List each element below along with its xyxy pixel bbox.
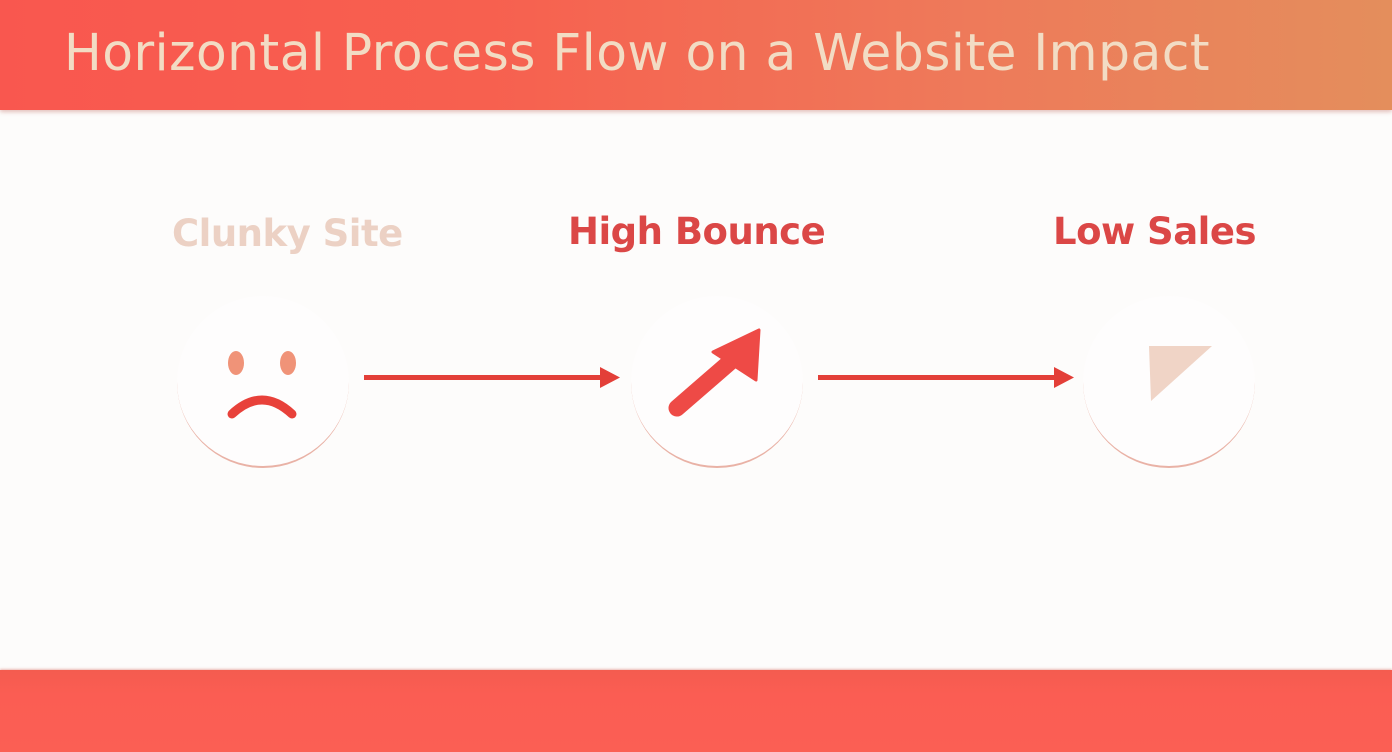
sad-face-icon — [227, 351, 297, 419]
step-circle-low-sales — [1083, 296, 1255, 468]
step-circle-high-bounce — [631, 296, 803, 468]
arrow-right-icon — [818, 367, 1074, 388]
arrow-right-icon — [364, 367, 620, 388]
arrow-up-right-icon — [668, 328, 761, 417]
step-label-clunky-site: Clunky Site — [172, 212, 403, 255]
footer-banner — [0, 670, 1392, 752]
step-label-high-bounce: High Bounce — [568, 210, 826, 253]
page-title: Horizontal Process Flow on a Website Imp… — [64, 24, 1211, 83]
header-banner: Horizontal Process Flow on a Website Imp… — [0, 0, 1392, 110]
triangle-icon — [1149, 346, 1212, 401]
step-label-low-sales: Low Sales — [1053, 210, 1256, 253]
step-circle-clunky-site — [177, 296, 349, 468]
